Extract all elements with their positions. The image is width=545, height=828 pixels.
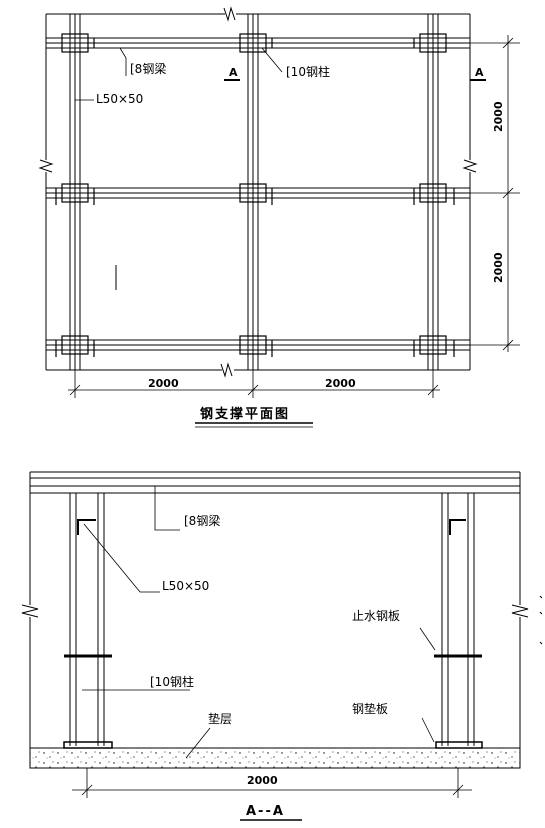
section-angle-label: L50×50	[162, 579, 209, 593]
plan-title: 钢支撑平面图	[200, 406, 290, 422]
section-title: A--A	[246, 804, 285, 819]
plan-dim-vertical-top: 2000	[492, 101, 505, 132]
section-leaders	[82, 486, 436, 759]
plan-dim-horizontal-right: 2000	[325, 377, 356, 390]
section-cushion-label: 垫层	[208, 711, 232, 726]
plan-vertical-dimension	[470, 35, 520, 352]
section-left-column	[63, 493, 113, 749]
plan-column-label: [10钢柱	[286, 64, 330, 79]
section-cushion-layer	[29, 747, 521, 769]
section-boundary	[21, 472, 529, 768]
plan-columns	[69, 14, 439, 370]
section-column-label: [10钢柱	[150, 674, 194, 689]
plan-horizontal-dimension	[68, 370, 440, 398]
section-right-column	[434, 493, 483, 749]
section-view	[21, 471, 543, 821]
plan-joints	[55, 33, 455, 357]
section-marker-right: A	[475, 66, 484, 79]
section-span-dimension	[72, 768, 472, 798]
plan-view	[38, 6, 520, 428]
plan-dim-vertical-bottom: 2000	[492, 252, 505, 283]
plan-angle-label: L50×50	[96, 92, 143, 106]
plan-beam-label: [8钢梁	[130, 61, 166, 76]
plan-dim-horizontal-left: 2000	[148, 377, 179, 390]
section-waterstop-label: 止水钢板	[352, 609, 400, 623]
section-beam	[30, 471, 520, 494]
section-pad-plate-label: 钢垫板	[352, 701, 388, 716]
section-beam-label: [8钢梁	[184, 513, 220, 528]
section-dim-span: 2000	[247, 774, 278, 787]
section-edge-marks	[539, 595, 543, 645]
plan-leaders	[75, 47, 283, 101]
section-marker-left: A	[229, 66, 238, 79]
